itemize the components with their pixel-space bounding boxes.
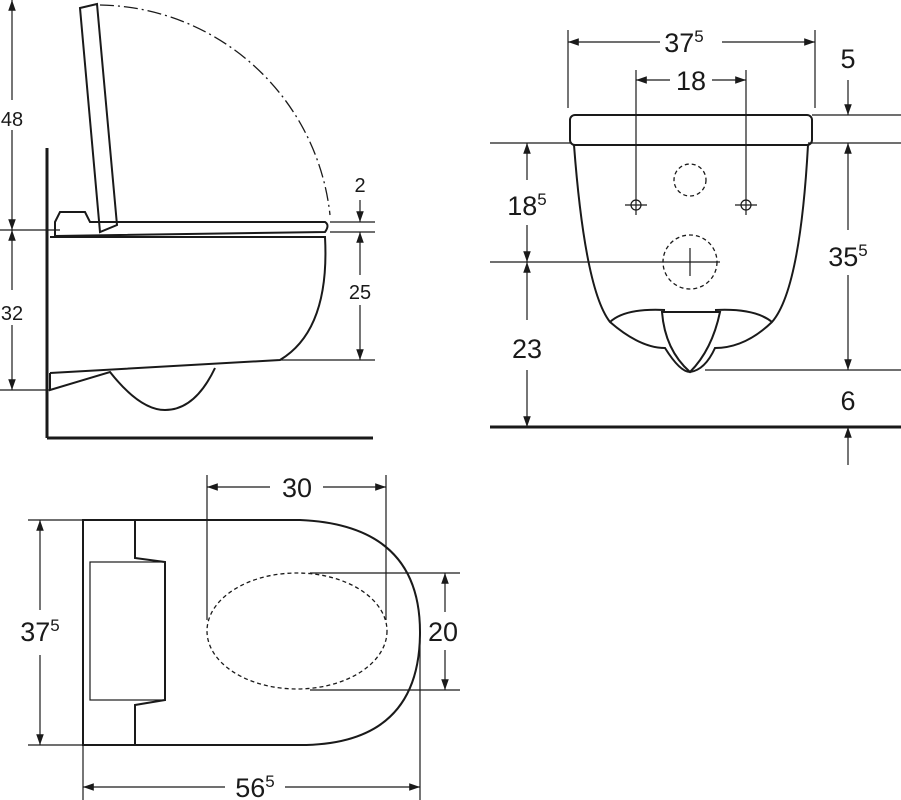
bowl <box>573 144 809 374</box>
seat <box>569 114 813 146</box>
seat <box>54 211 329 238</box>
toilet-outline <box>82 519 422 746</box>
dim-seat-gap: 2 <box>354 175 365 197</box>
dim-bottom-clearance: 6 <box>840 386 855 416</box>
dim-total-height: 355 <box>828 241 868 272</box>
bowl-opening <box>206 572 388 690</box>
dim-outlet-height: 23 <box>512 334 542 364</box>
bolt-marks <box>625 199 757 276</box>
side-view: 48 32 2 25 <box>0 0 375 440</box>
mount-block <box>83 519 166 745</box>
bowl <box>49 236 327 374</box>
inlet-hole <box>673 163 707 197</box>
dim-bolt-to-outlet: 185 <box>507 190 547 221</box>
dim-lid-height: 48 <box>1 109 23 131</box>
dim-bolt-spacing: 18 <box>676 66 706 96</box>
bowl-foot <box>49 367 216 412</box>
dim-width: 375 <box>20 616 60 647</box>
tank-cover <box>89 561 166 701</box>
dim-opening-length: 30 <box>282 473 312 503</box>
front-view: 375 18 185 23 5 355 6 <box>490 27 901 465</box>
outlet <box>660 311 722 374</box>
rim <box>609 308 773 323</box>
dim-width: 375 <box>664 27 704 58</box>
top-view: 30 20 375 565 <box>20 473 460 800</box>
dim-seat-thickness: 5 <box>840 44 855 74</box>
dim-bowl-height: 32 <box>1 303 23 325</box>
dim-depth: 565 <box>235 772 275 800</box>
dim-rim-height: 25 <box>349 282 371 304</box>
lid <box>78 2 119 234</box>
lid-swing-arc <box>99 4 331 216</box>
dim-opening-width: 20 <box>428 617 458 647</box>
